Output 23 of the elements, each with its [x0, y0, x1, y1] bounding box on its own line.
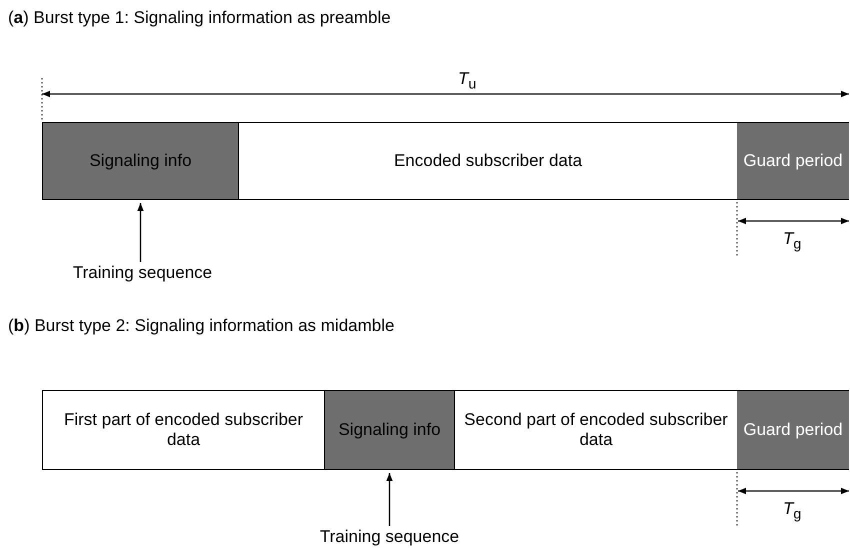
guard-field	[737, 122, 849, 200]
panel-caption: (a) Burst type 1: Signaling information as preamble	[8, 8, 391, 28]
data-field	[238, 122, 738, 200]
arrow	[137, 203, 144, 262]
signaling-field	[324, 390, 455, 470]
field-label: Signaling info	[89, 150, 192, 172]
dimension-label: T$_{g}$	[783, 229, 802, 254]
data-field	[454, 390, 738, 470]
arrow	[386, 473, 393, 526]
annotation-text: Training sequence	[320, 526, 460, 548]
annotation-text: Training sequence	[72, 262, 212, 284]
field-label: Second part of encoded subscriber data	[463, 410, 729, 450]
signaling-field	[42, 122, 239, 200]
dimension-label: T$_{g}$	[783, 499, 802, 524]
dimension-label: T$_{u}$	[458, 69, 476, 94]
panel-caption: (b) Burst type 2: Signaling information as midamble	[8, 316, 394, 336]
field-label: Signaling info	[338, 420, 441, 440]
field-label: First part of encoded subscriber data	[62, 410, 304, 450]
data-field	[42, 390, 325, 470]
field-label: Guard period	[743, 420, 843, 440]
field-label: Guard period	[743, 150, 843, 172]
guard-field	[737, 390, 849, 470]
field-label: Encoded subscriber data	[394, 150, 582, 172]
